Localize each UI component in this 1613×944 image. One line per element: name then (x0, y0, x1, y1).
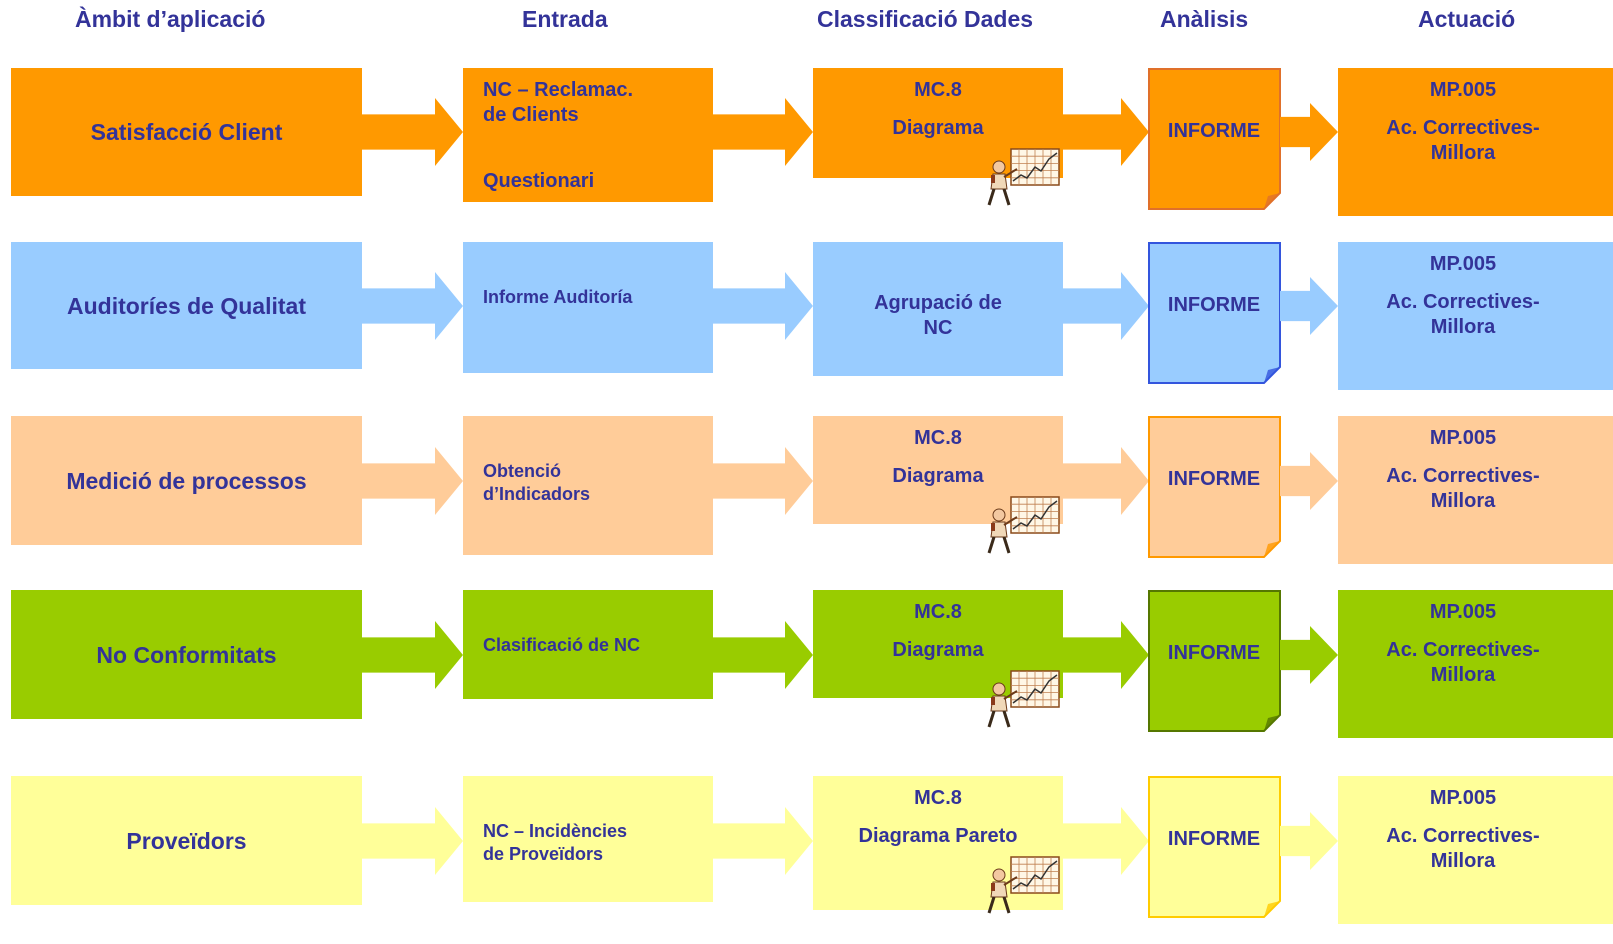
scope-box: Medició de processos (11, 416, 362, 545)
document-icon (1148, 416, 1281, 558)
arrow-right-icon (713, 446, 813, 515)
action-code: MP.005 (1429, 601, 1497, 623)
scope-label: Auditoríes de Qualitat (67, 292, 306, 319)
arrow-right-icon (362, 446, 463, 515)
action-label-line1: Ac. Correctives- (1386, 465, 1540, 487)
arrow-right-icon (1063, 620, 1149, 689)
scope-box: No Conformitats (11, 590, 362, 719)
classification-label-line2: NC (923, 317, 953, 339)
action-code: MP.005 (1429, 787, 1497, 809)
action-label-line2: Millora (1430, 316, 1496, 338)
header-analysis: Anàlisis (1160, 6, 1249, 32)
classification-code: MC.8 (914, 79, 962, 101)
arrow-right-icon (713, 806, 813, 875)
arrow-right-icon (362, 98, 463, 166)
arrow-right-icon (362, 806, 463, 875)
action-code: MP.005 (1429, 253, 1497, 275)
arrow-right-icon (713, 98, 813, 166)
input-box: Obtenció d’Indicadors (463, 416, 713, 555)
input-label-line1: NC – Incidències (483, 821, 628, 841)
arrow-right-icon (713, 620, 813, 689)
scope-label: Proveïdors (126, 827, 247, 854)
classification-box: Agrupació de NC (813, 242, 1063, 376)
arrow-right-icon (362, 271, 463, 340)
arrow-right-icon (1063, 98, 1149, 166)
header-scope: Àmbit d’aplicació (75, 6, 266, 32)
scope-box: Satisfacció Client (11, 68, 362, 196)
action-code: MP.005 (1429, 427, 1497, 449)
presenter-chart-icon (987, 148, 1060, 206)
scope-box: Auditoríes de Qualitat (11, 242, 362, 369)
action-label-line1: Ac. Correctives- (1386, 117, 1540, 139)
classification-label-line1: Agrupació de (874, 292, 1002, 314)
input-label-line3: Questionari (483, 170, 595, 192)
header-action: Actuació (1418, 6, 1516, 32)
input-label-line1: NC – Reclamac. (483, 79, 634, 101)
arrow-right-icon (1280, 451, 1338, 510)
presenter-chart-icon (987, 670, 1060, 728)
arrow-right-icon (1063, 271, 1149, 340)
action-label-line2: Millora (1430, 664, 1496, 686)
classification-code: MC.8 (914, 427, 962, 449)
analysis-label: INFORME (1167, 120, 1261, 142)
input-box: Informe Auditoría (463, 242, 713, 373)
arrow-right-icon (1063, 446, 1149, 515)
input-label-line1: Obtenció (483, 461, 562, 481)
classification-label: Diagrama (892, 117, 984, 139)
input-label-line1: Clasificació de NC (483, 635, 641, 655)
classification-label: Diagrama (892, 639, 984, 661)
header-classification: Classificació Dades (817, 6, 1034, 32)
action-label-line2: Millora (1430, 850, 1496, 872)
classification-label: Diagrama (892, 465, 984, 487)
scope-label: Medició de processos (66, 467, 307, 494)
classification-code: MC.8 (914, 787, 962, 809)
action-label-line1: Ac. Correctives- (1386, 291, 1540, 313)
analysis-label: INFORME (1167, 642, 1261, 664)
analysis-label: INFORME (1167, 468, 1261, 490)
presenter-chart-icon (987, 856, 1060, 914)
document-icon (1148, 242, 1281, 384)
arrow-right-icon (1280, 103, 1338, 161)
arrow-right-icon (1063, 806, 1149, 875)
document-icon (1148, 590, 1281, 732)
document-icon (1148, 776, 1281, 918)
input-box: NC – Incidències de Proveïdors (463, 776, 713, 902)
input-label-line2: d’Indicadors (483, 484, 591, 504)
input-label-line2: de Proveïdors (483, 844, 604, 864)
document-icon (1148, 68, 1281, 210)
input-label-line1: Informe Auditoría (483, 287, 633, 307)
input-box: Clasificació de NC (463, 590, 713, 699)
input-label-line2: de Clients (483, 104, 579, 126)
header-input: Entrada (522, 6, 608, 32)
arrow-right-icon (1280, 276, 1338, 335)
action-label-line2: Millora (1430, 142, 1496, 164)
action-label-line1: Ac. Correctives- (1386, 825, 1540, 847)
classification-code: MC.8 (914, 601, 962, 623)
arrow-right-icon (1280, 811, 1338, 870)
action-label-line1: Ac. Correctives- (1386, 639, 1540, 661)
action-code: MP.005 (1429, 79, 1497, 101)
arrow-right-icon (1280, 625, 1338, 684)
arrow-right-icon (713, 271, 813, 340)
scope-label: Satisfacció Client (90, 119, 283, 145)
scope-label: No Conformitats (96, 641, 277, 668)
scope-box: Proveïdors (11, 776, 362, 905)
classification-label: Diagrama Pareto (858, 825, 1018, 847)
analysis-label: INFORME (1167, 294, 1261, 316)
analysis-label: INFORME (1167, 828, 1261, 850)
action-label-line2: Millora (1430, 490, 1496, 512)
arrow-right-icon (362, 620, 463, 689)
presenter-chart-icon (987, 496, 1060, 554)
